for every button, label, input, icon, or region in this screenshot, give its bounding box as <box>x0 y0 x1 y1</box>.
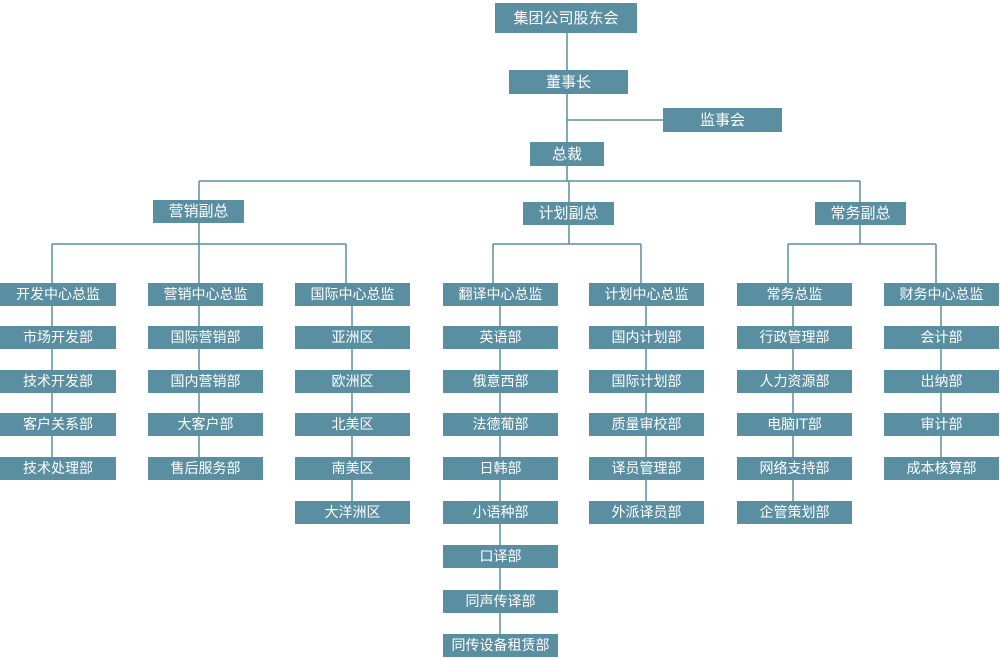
dept-russian-italian-spanish: 俄意西部 <box>443 370 558 393</box>
dept-japanese-korean: 日韩部 <box>443 457 558 480</box>
node-director-development: 开发中心总监 <box>0 283 116 306</box>
node-shareholders: 集团公司股东会 <box>495 3 637 33</box>
dept-french-german-portuguese: 法德葡部 <box>443 413 558 436</box>
node-vp-marketing: 营销副总 <box>153 200 244 223</box>
dept-cost-accounting: 成本核算部 <box>884 457 999 480</box>
dept-market-development: 市场开发部 <box>0 326 116 349</box>
node-chairman: 董事长 <box>509 70 628 94</box>
node-director-finance: 财务中心总监 <box>884 283 999 306</box>
dept-interpreting: 口译部 <box>443 545 558 568</box>
dept-audit: 审计部 <box>884 413 999 436</box>
dept-network-support: 网络支持部 <box>737 457 852 480</box>
dept-south-america: 南美区 <box>295 457 410 480</box>
dept-accounting: 会计部 <box>884 326 999 349</box>
dept-minor-languages: 小语种部 <box>443 501 558 524</box>
node-supervisory-board: 监事会 <box>663 108 782 132</box>
dept-after-sales: 售后服务部 <box>148 457 263 480</box>
node-director-translation: 翻译中心总监 <box>443 283 558 306</box>
dept-equipment-rental: 同传设备租赁部 <box>443 634 558 657</box>
dept-translator-management: 译员管理部 <box>589 457 704 480</box>
dept-simultaneous-interpreting: 同声传译部 <box>443 590 558 613</box>
dept-domestic-planning: 国内计划部 <box>589 326 704 349</box>
dept-key-accounts: 大客户部 <box>148 413 263 436</box>
node-director-marketing: 营销中心总监 <box>148 283 263 306</box>
dept-tech-processing: 技术处理部 <box>0 457 116 480</box>
dept-dispatched-translators: 外派译员部 <box>589 501 704 524</box>
dept-enterprise-planning: 企管策划部 <box>737 501 852 524</box>
dept-cashier: 出纳部 <box>884 370 999 393</box>
dept-domestic-marketing: 国内营销部 <box>148 370 263 393</box>
dept-tech-development: 技术开发部 <box>0 370 116 393</box>
dept-quality-review: 质量审校部 <box>589 413 704 436</box>
dept-customer-relations: 客户关系部 <box>0 413 116 436</box>
dept-human-resources: 人力资源部 <box>737 370 852 393</box>
node-vp-executive: 常务副总 <box>815 202 906 225</box>
node-president: 总裁 <box>530 142 604 166</box>
dept-international-planning: 国际计划部 <box>589 370 704 393</box>
node-director-planning: 计划中心总监 <box>589 283 704 306</box>
dept-administration: 行政管理部 <box>737 326 852 349</box>
dept-english: 英语部 <box>443 326 558 349</box>
node-vp-planning: 计划副总 <box>523 202 614 225</box>
node-director-executive: 常务总监 <box>737 283 852 306</box>
dept-international-marketing: 国际营销部 <box>148 326 263 349</box>
dept-oceania: 大洋洲区 <box>295 501 410 524</box>
dept-computer-it: 电脑IT部 <box>737 413 852 436</box>
node-director-international: 国际中心总监 <box>295 283 410 306</box>
dept-north-america: 北美区 <box>295 413 410 436</box>
dept-asia: 亚洲区 <box>295 326 410 349</box>
dept-europe: 欧洲区 <box>295 370 410 393</box>
